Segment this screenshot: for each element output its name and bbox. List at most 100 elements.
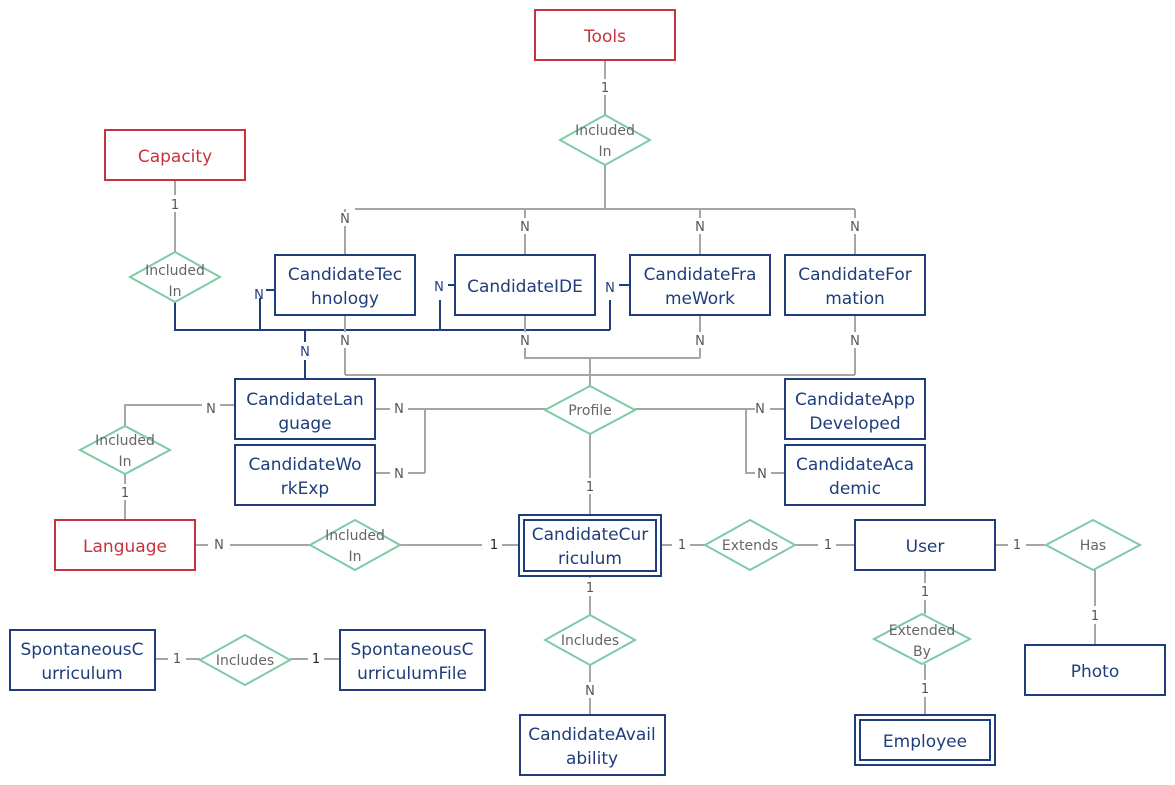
relationship-curriculum-language-included-in[interactable]: Included In	[307, 518, 403, 572]
connector-language-rel	[124, 404, 235, 520]
relationship-curriculum-language-included-in-line2: In	[348, 549, 361, 565]
cardinality-tech-bottom: N	[340, 334, 350, 349]
cardinality-tools-rel: 1	[601, 81, 609, 96]
entity-capacity-label: Capacity	[138, 147, 212, 167]
connector-tools-bus	[344, 165, 856, 255]
entity-candidate-formation-line1: CandidateFor	[798, 265, 911, 285]
entity-candidate-framework-line1: CandidateFra	[644, 265, 757, 285]
cardinality-academic-left: N	[757, 467, 767, 482]
entity-candidate-curriculum-line2: riculum	[558, 549, 622, 569]
connector-profile-right	[635, 408, 785, 474]
entity-capacity[interactable]: Capacity	[104, 129, 246, 181]
cardinality-tech-top: N	[340, 212, 350, 227]
cardinality-framework-left: N	[605, 281, 615, 296]
entity-photo[interactable]: Photo	[1024, 644, 1166, 696]
entity-spontaneous-curriculum[interactable]: SpontaneousC urriculum	[9, 629, 156, 691]
cardinality-ide-bottom: N	[520, 334, 530, 349]
entity-candidate-framework-line2: meWork	[665, 289, 735, 309]
connector-capacity-bus	[174, 284, 630, 378]
cardinality-workexp-right: N	[394, 467, 404, 482]
relationship-language-included-in-line1: Included	[95, 433, 155, 449]
entity-candidate-formation[interactable]: CandidateFor mation	[784, 254, 926, 316]
cardinality-user-bottom: 1	[921, 585, 929, 600]
entity-candidate-academic-line1: CandidateAca	[796, 455, 914, 475]
relationship-capacity-included-in-line1: Included	[145, 263, 205, 279]
entity-language-label: Language	[83, 537, 167, 557]
connector-profile-left	[376, 408, 546, 474]
cardinality-photo-top: 1	[1091, 609, 1099, 624]
entity-candidate-technology-line2: hnology	[311, 289, 379, 309]
entity-user[interactable]: User	[854, 519, 996, 571]
cardinality-formation-bottom: N	[850, 334, 860, 349]
relationship-tools-included-in[interactable]: Included In	[557, 113, 653, 167]
cardinality-curriculum-right: 1	[678, 538, 686, 553]
cardinality-labels: 1 N N N N 1 N N N N N N N N N N N N N 1 …	[121, 81, 1099, 699]
entity-candidate-app-developed[interactable]: CandidateApp Developed	[784, 378, 926, 440]
cardinality-framework-bottom: N	[695, 334, 705, 349]
entity-candidate-curriculum[interactable]: CandidateCur riculum	[518, 514, 662, 577]
cardinality-appdev-left: N	[755, 402, 765, 417]
cardinality-ide-left: N	[434, 280, 444, 295]
entity-candidate-framework[interactable]: CandidateFra meWork	[629, 254, 771, 316]
connectors	[124, 60, 1096, 715]
relationship-capacity-included-in-line2: In	[168, 284, 181, 300]
cardinality-user-right: 1	[1013, 538, 1021, 553]
cardinality-candlang-left: N	[206, 402, 216, 417]
entity-spontaneous-curriculum-file-line1: SpontaneousC	[351, 640, 474, 660]
relationship-includes-availability-label: Includes	[561, 633, 619, 649]
connector-has	[995, 544, 1096, 645]
relationship-capacity-included-in[interactable]: Included In	[127, 250, 223, 304]
relationship-language-included-in[interactable]: Included In	[77, 424, 173, 476]
entity-candidate-work-exp[interactable]: CandidateWo rkExp	[234, 444, 376, 506]
cardinality-language-group: N	[300, 345, 310, 360]
cardinality-spont-file-left: 1	[312, 652, 320, 667]
cardinality-employee-top: 1	[921, 682, 929, 697]
relationship-tools-included-in-line1: Included	[575, 123, 635, 139]
entity-candidate-work-exp-line2: rkExp	[281, 479, 329, 499]
entity-candidate-language-line1: CandidateLan	[246, 390, 364, 410]
entity-photo-label: Photo	[1071, 662, 1120, 682]
relationship-extended-by[interactable]: Extended By	[871, 612, 973, 666]
cardinality-language-entity: N	[214, 538, 224, 553]
cardinality-formation-top: N	[850, 220, 860, 235]
entity-candidate-availability[interactable]: CandidateAvail ability	[519, 714, 666, 776]
relationship-includes-file[interactable]: Includes	[197, 633, 293, 687]
relationship-tools-included-in-line2: In	[598, 144, 611, 160]
relationship-extends-label: Extends	[722, 538, 778, 554]
relationship-extended-by-line2: By	[913, 644, 931, 660]
entity-candidate-availability-line1: CandidateAvail	[528, 725, 655, 745]
entity-candidate-curriculum-line1: CandidateCur	[532, 525, 649, 545]
entity-tools-label: Tools	[583, 27, 626, 47]
entity-candidate-work-exp-line1: CandidateWo	[248, 455, 361, 475]
relationship-profile[interactable]: Profile	[542, 384, 638, 436]
entity-candidate-technology[interactable]: CandidateTec hnology	[274, 254, 416, 316]
entity-employee[interactable]: Employee	[854, 714, 996, 766]
entity-language[interactable]: Language	[54, 519, 196, 571]
relationship-has-label: Has	[1080, 538, 1106, 554]
entity-candidate-ide-label: CandidateIDE	[467, 277, 583, 297]
entity-candidate-academic[interactable]: CandidateAca demic	[784, 444, 926, 506]
relationship-extends[interactable]: Extends	[702, 518, 798, 572]
entity-spontaneous-curriculum-line2: urriculum	[41, 664, 122, 684]
entity-tools[interactable]: Tools	[534, 9, 676, 61]
relationship-extended-by-line1: Extended	[889, 623, 956, 639]
cardinality-candlang-right: N	[394, 402, 404, 417]
cardinality-curriculum-bottom: 1	[586, 581, 594, 596]
cardinality-availability-top: N	[585, 684, 595, 699]
relationship-language-included-in-line2: In	[118, 454, 131, 470]
cardinality-tech-left: N	[254, 288, 264, 303]
entity-employee-label: Employee	[883, 732, 967, 752]
entity-candidate-availability-line2: ability	[566, 749, 618, 769]
relationship-has[interactable]: Has	[1043, 518, 1143, 572]
entity-spontaneous-curriculum-line1: SpontaneousC	[21, 640, 144, 660]
entity-candidate-ide[interactable]: CandidateIDE	[454, 254, 596, 316]
entity-candidate-app-developed-line2: Developed	[809, 414, 900, 434]
entity-spontaneous-curriculum-file[interactable]: SpontaneousC urriculumFile	[339, 629, 486, 691]
cardinality-ide-top: N	[520, 220, 530, 235]
entity-candidate-formation-line2: mation	[825, 289, 885, 309]
cardinality-curriculum-left: 1	[490, 538, 498, 553]
relationship-curriculum-language-included-in-line1: Included	[325, 528, 385, 544]
entity-candidate-language[interactable]: CandidateLan guage	[234, 378, 376, 440]
relationship-includes-availability[interactable]: Includes	[542, 613, 638, 667]
